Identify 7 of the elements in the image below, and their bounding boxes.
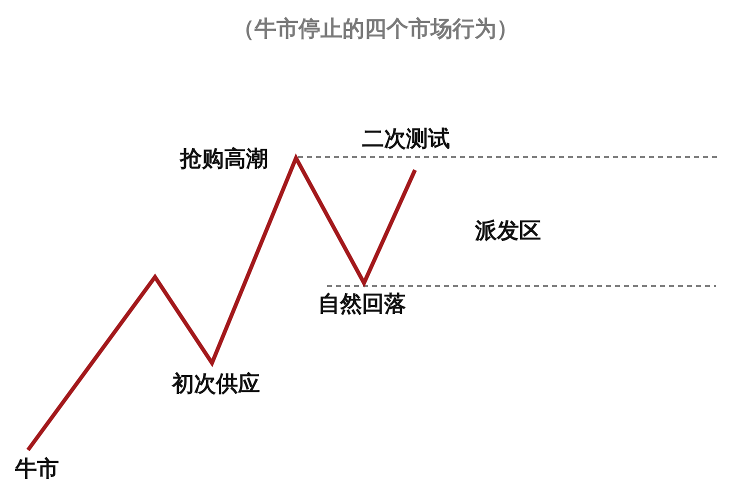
phase-label: 初次供应 [172,372,260,398]
phase-label: 自然回落 [318,292,406,318]
phase-label: 二次测试 [362,127,450,153]
phase-label: 牛市 [15,457,59,483]
zone-label: 派发区 [475,219,541,245]
phase-label: 抢购高潮 [180,147,268,173]
diagram-title: （牛市停止的四个市场行为） [232,17,518,42]
